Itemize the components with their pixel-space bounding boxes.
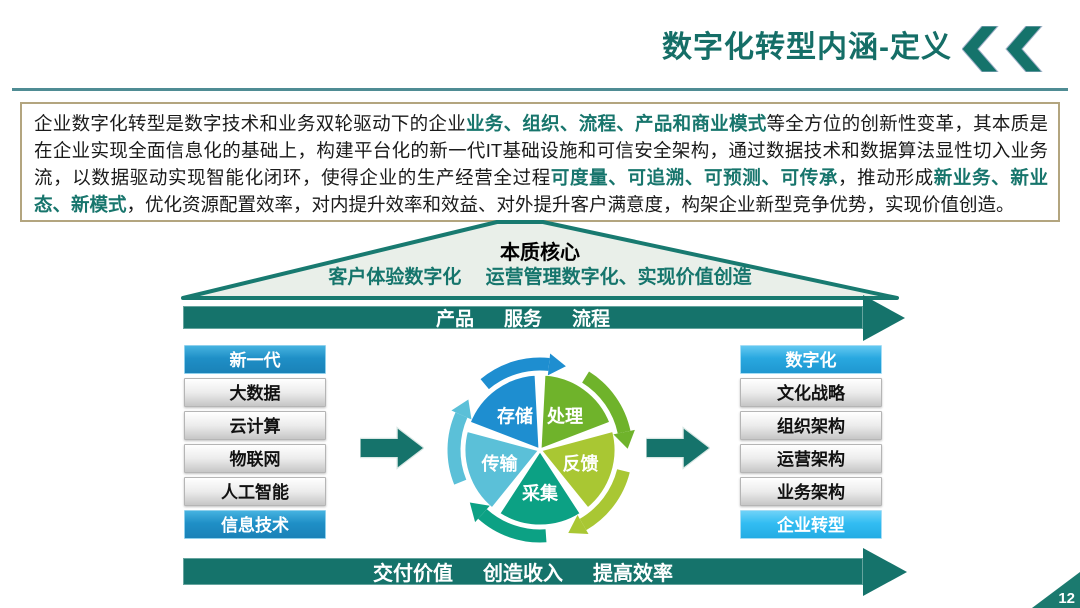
cycle-arrow-4: [447, 412, 468, 485]
cycle-slice-3: [496, 447, 584, 528]
process-arrow-bar: 产品 服务 流程: [183, 306, 863, 330]
data-cycle-diagram: 存储处理反馈采集传输: [447, 353, 635, 543]
process-arrow-head: [863, 295, 905, 341]
cycle-arrow-3: [478, 508, 547, 543]
flow-arrow-right-icon: [646, 426, 710, 470]
right-column-item: 业务架构: [740, 477, 882, 506]
page-number: 12: [1058, 590, 1075, 607]
cycle-slice-0: [467, 372, 542, 453]
right-transform-column: 数字化 文化战略 组织架构 运营架构 业务架构 企业转型: [740, 345, 882, 539]
cycle-label-4: 传输: [481, 453, 519, 474]
value-label: 交付价值: [373, 563, 453, 585]
cycle-arrow-2: [579, 469, 630, 531]
left-column-item: 物联网: [184, 444, 326, 473]
header-divider: [12, 88, 1068, 91]
double-chevron-icon: [962, 26, 1043, 72]
cycle-arrow-0: [480, 357, 550, 390]
roof-title: 本质核心: [500, 242, 580, 264]
value-arrow-bar: 交付价值 创造收入 提高效率: [183, 558, 863, 585]
cycle-label-3: 采集: [521, 483, 559, 504]
cycle-arrowhead-3: [469, 502, 490, 523]
cycle-label-0: 存储: [497, 406, 533, 427]
right-column-item: 文化战略: [740, 378, 882, 407]
left-column-header: 新一代: [184, 345, 326, 374]
value-label: 创造收入: [483, 563, 563, 585]
right-column-footer: 企业转型: [740, 510, 882, 539]
cycle-arrowhead-4: [451, 399, 472, 420]
cycle-arrowhead-2: [568, 514, 589, 535]
right-column-header: 数字化: [740, 345, 882, 374]
definition-text: 企业数字化转型是数字技术和业务双轮驱动下的企业业务、组织、流程、产品和商业模式等…: [34, 113, 1048, 215]
cycle-label-1: 处理: [546, 406, 583, 427]
cycle-slice-4: [462, 428, 543, 512]
cycle-arrowhead-0: [547, 353, 566, 376]
flow-arrow-left-icon: [360, 426, 424, 470]
definition-box: 企业数字化转型是数字技术和业务双轮驱动下的企业业务、组织、流程、产品和商业模式等…: [20, 102, 1060, 222]
left-tech-column: 新一代 大数据 云计算 物联网 人工智能 信息技术: [184, 345, 326, 539]
roof-subtitle: 客户体验数字化 运营管理数字化、实现价值创造: [328, 267, 752, 288]
cycle-label-2: 反馈: [562, 453, 598, 474]
left-column-item: 云计算: [184, 411, 326, 440]
right-column-item: 组织架构: [740, 411, 882, 440]
page-number-triangle: [1032, 572, 1080, 608]
left-column-footer: 信息技术: [184, 510, 326, 539]
cycle-arrow-1: [581, 371, 631, 434]
cycle-arrowhead-1: [613, 429, 635, 449]
essence-roof: [181, 220, 899, 300]
process-label: 产品: [435, 309, 474, 330]
right-column-item: 运营架构: [740, 444, 882, 473]
page-title: 数字化转型内涵-定义: [662, 31, 952, 64]
process-label: 服务: [503, 309, 542, 330]
cycle-slice-1: [538, 372, 613, 453]
process-label: 流程: [572, 309, 611, 330]
cycle-slice-2: [537, 428, 618, 512]
value-arrow-head: [863, 548, 907, 596]
left-column-item: 大数据: [184, 378, 326, 407]
left-column-item: 人工智能: [184, 477, 326, 506]
value-label: 提高效率: [593, 563, 673, 585]
